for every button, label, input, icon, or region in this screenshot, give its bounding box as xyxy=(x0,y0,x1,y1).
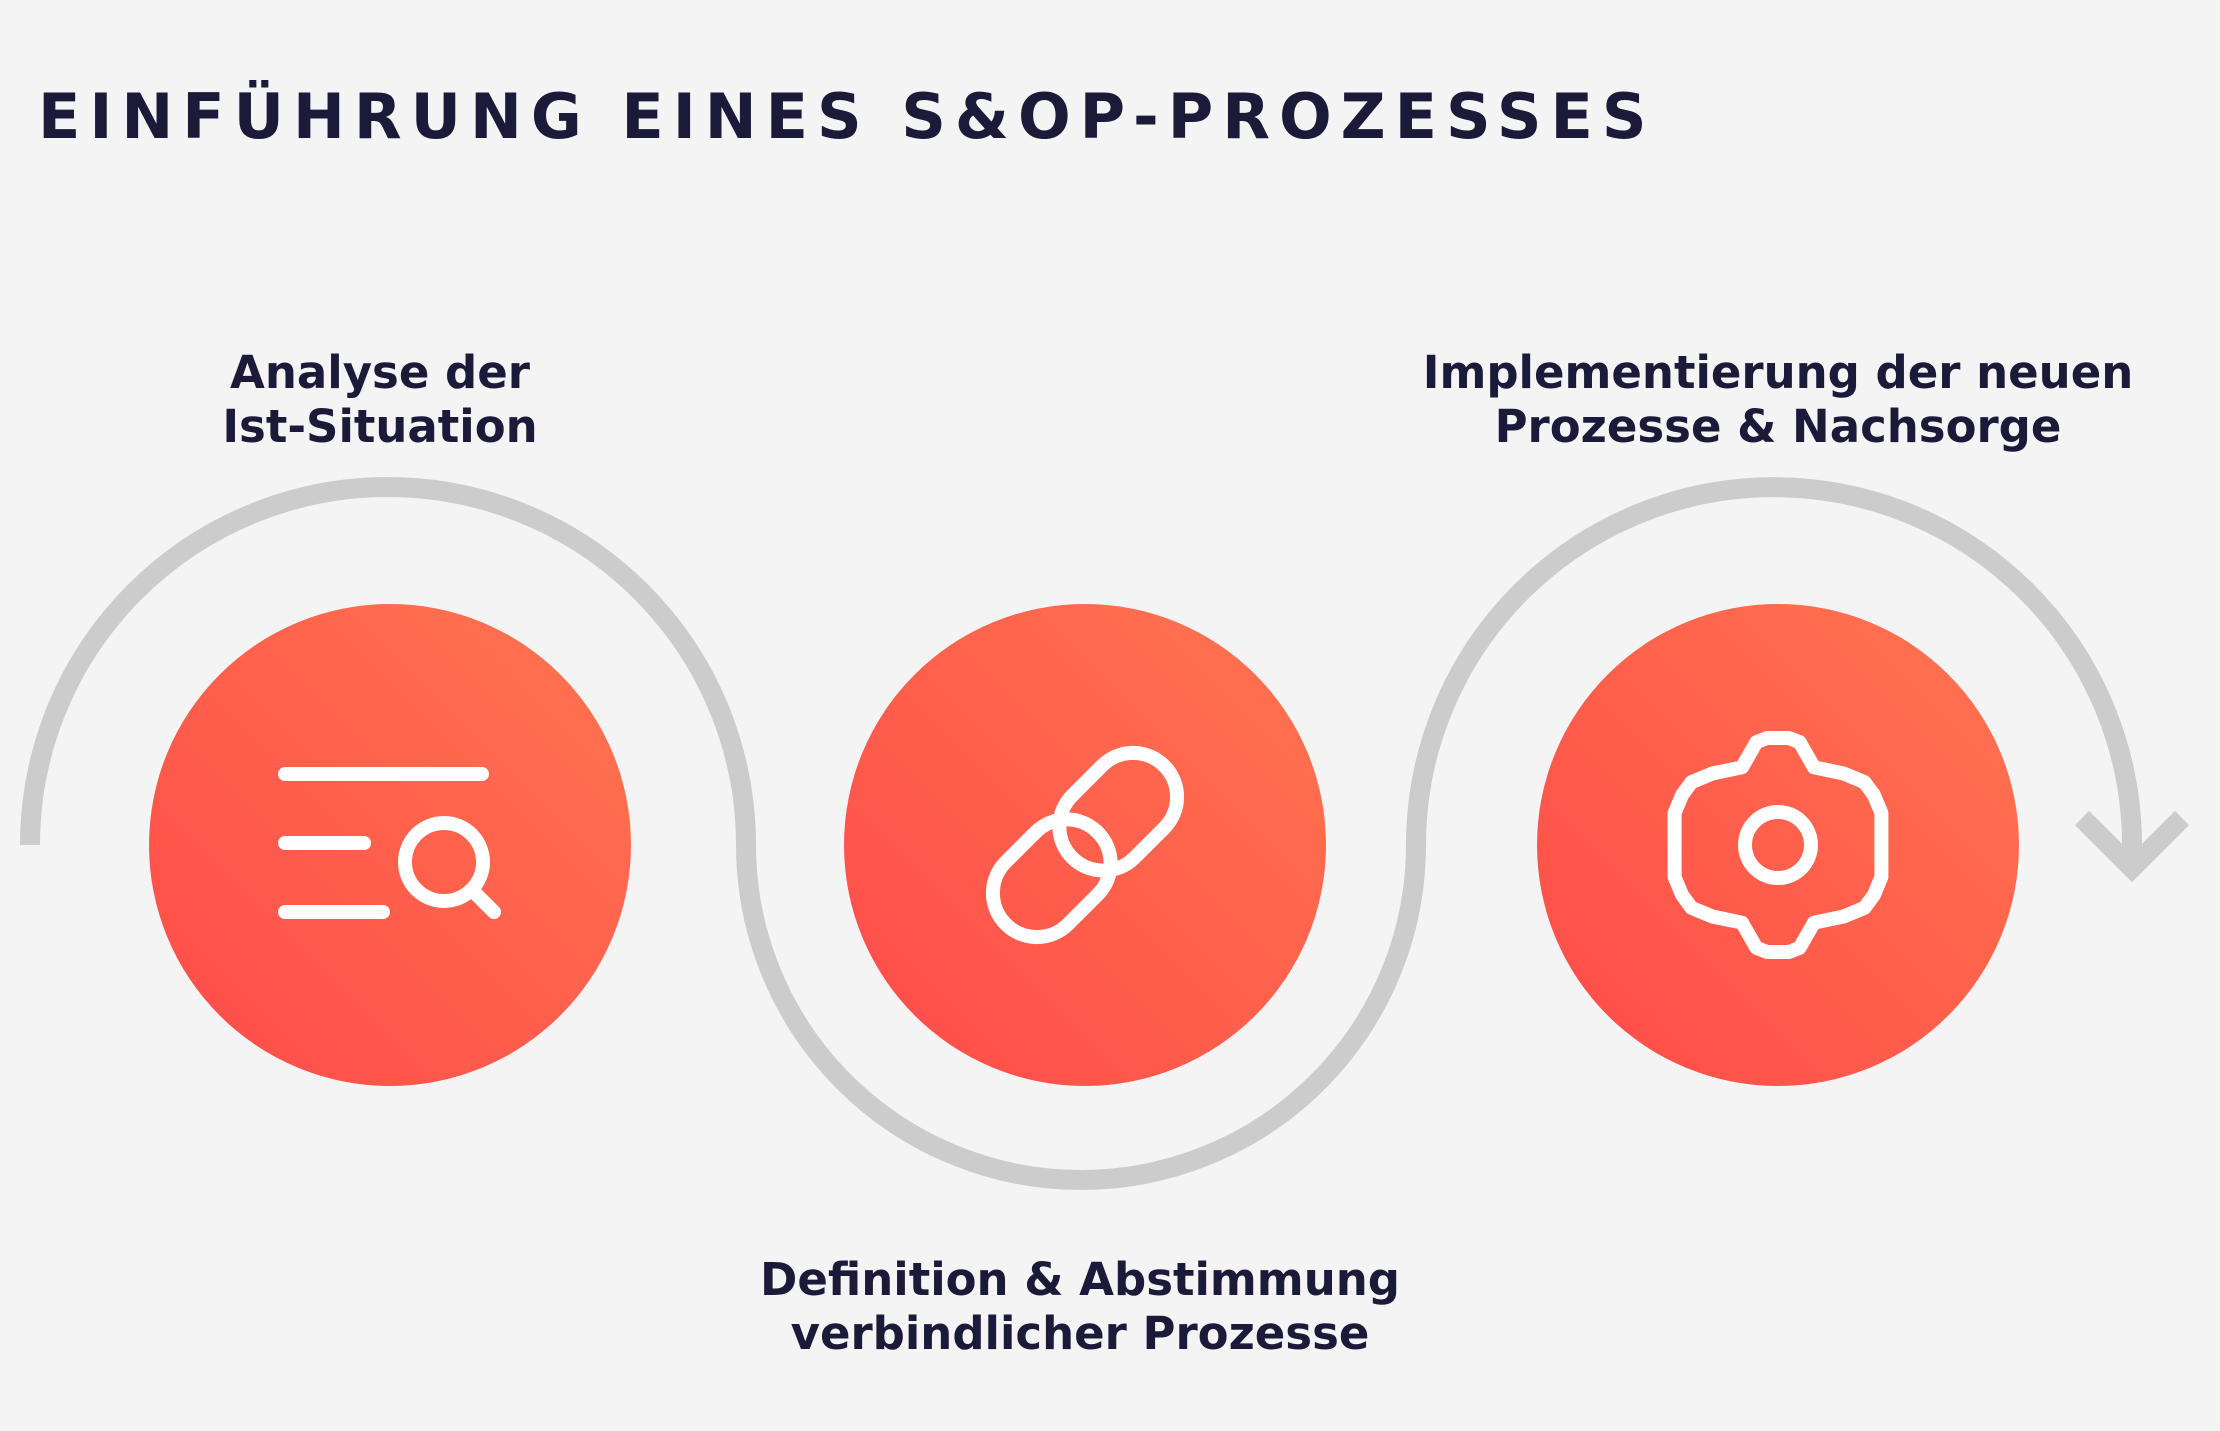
flow-arrowhead xyxy=(2074,810,2190,883)
flow-path xyxy=(20,477,2142,1190)
gear-icon xyxy=(1667,731,1889,959)
step-3-label-line-1: Implementierung der neuen xyxy=(1422,346,2134,399)
step-2-label-line-2: verbindlicher Prozesse xyxy=(790,1307,1370,1360)
step-1-label: Analyse der Ist-Situation xyxy=(0,346,760,454)
step-1-label-line-2: Ist-Situation xyxy=(222,400,538,453)
step-2-label-line-1: Definition & Abstimmung xyxy=(760,1253,1400,1306)
link-icon xyxy=(985,745,1185,945)
step-3-circle xyxy=(1537,604,2019,1086)
step-2-label: Definition & Abstimmung verbindlicher Pr… xyxy=(700,1253,1460,1361)
document-search-icon xyxy=(278,767,501,919)
step-3-label-line-2: Prozesse & Nachsorge xyxy=(1494,400,2062,453)
step-1-circle xyxy=(149,604,631,1086)
step-3-label: Implementierung der neuen Prozesse & Nac… xyxy=(1398,346,2158,454)
step-1-label-line-1: Analyse der xyxy=(230,346,530,399)
step-2-circle xyxy=(844,604,1326,1086)
page-title: EINFÜHRUNG EINES S&OP-PROZESSES xyxy=(38,80,1656,153)
